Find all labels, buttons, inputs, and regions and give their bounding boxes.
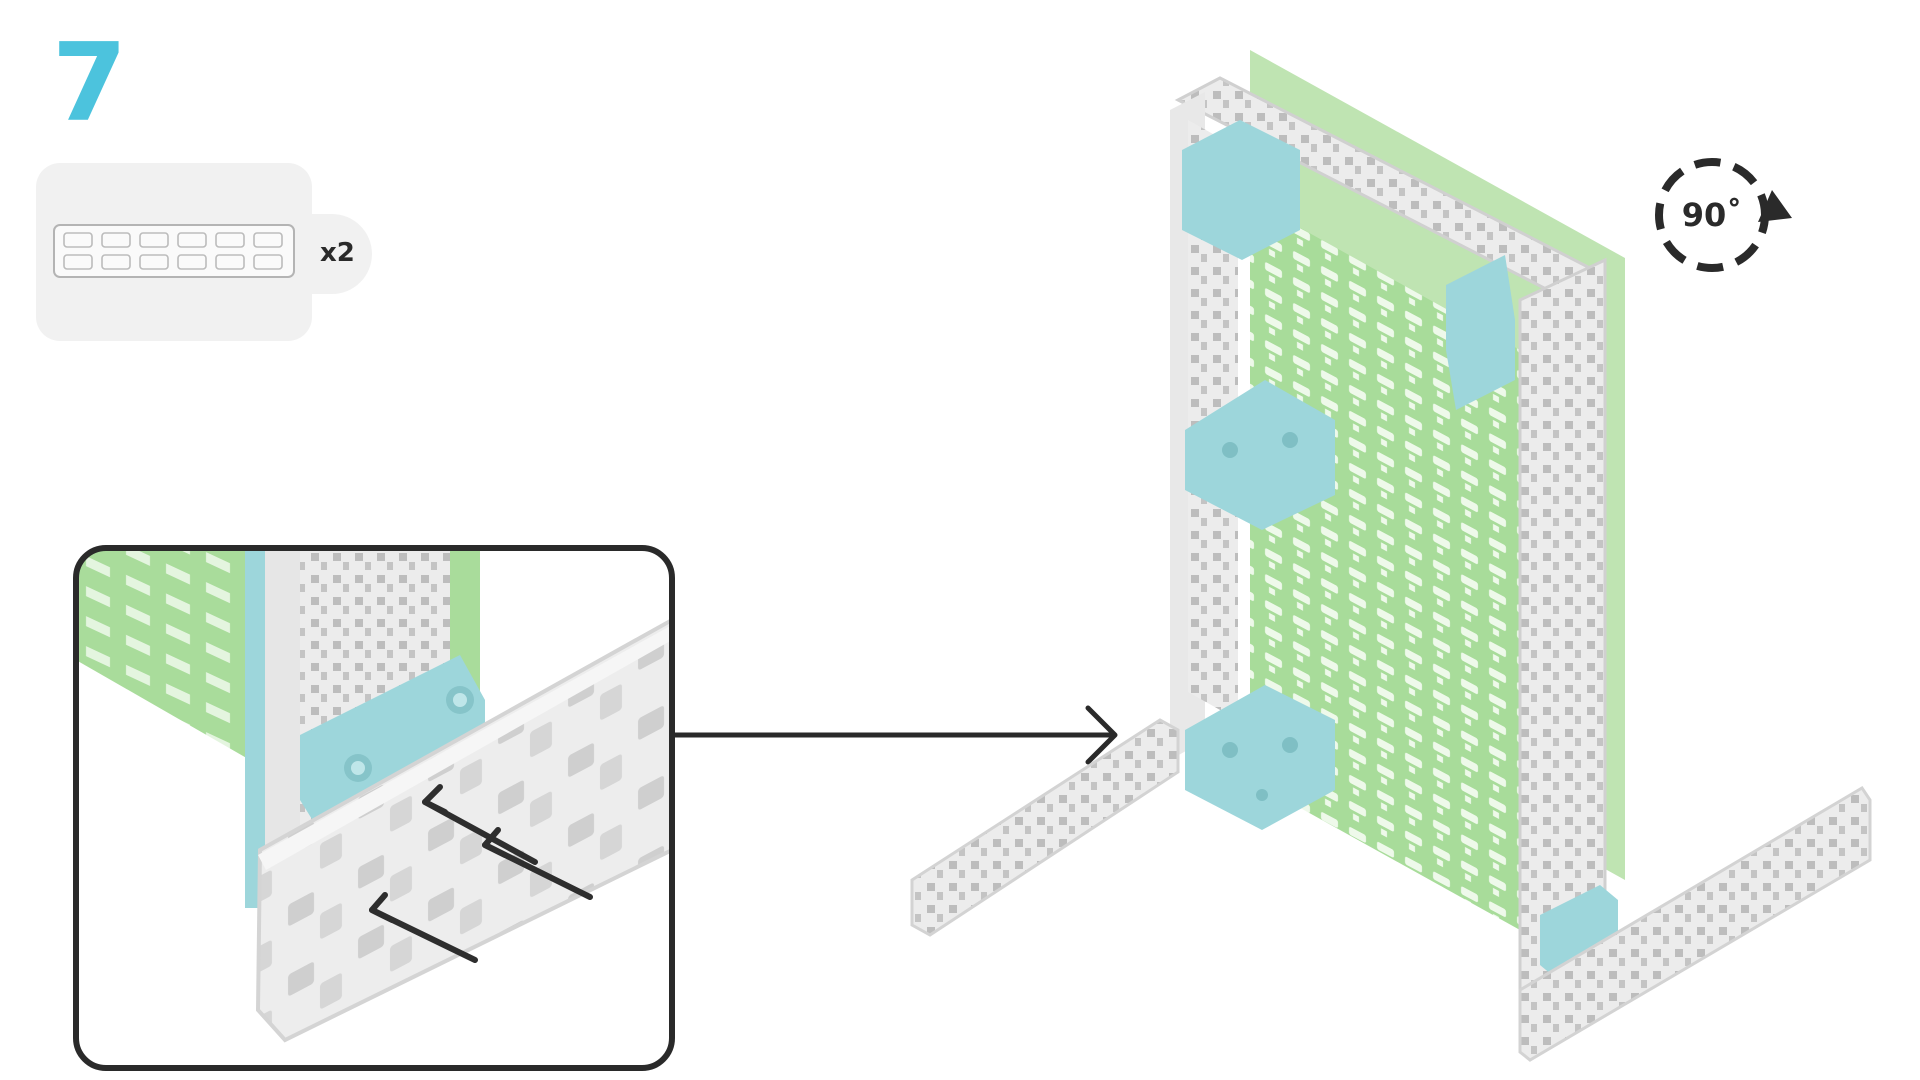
rotate-angle-label: 90˚ xyxy=(1682,196,1743,234)
detail-inset xyxy=(73,545,675,1071)
part-quantity: x2 xyxy=(320,238,355,268)
rotate-clockwise-icon xyxy=(1655,158,1792,272)
insert-arrow-icon xyxy=(369,784,593,963)
short-beam-part-icon xyxy=(53,224,295,278)
rotate-hint: 90˚ xyxy=(1655,158,1792,272)
parts-card xyxy=(36,163,312,341)
pointer-arrow-icon xyxy=(674,705,1118,765)
assembled-frame xyxy=(910,50,1872,1062)
step-number: 7 xyxy=(52,21,128,146)
